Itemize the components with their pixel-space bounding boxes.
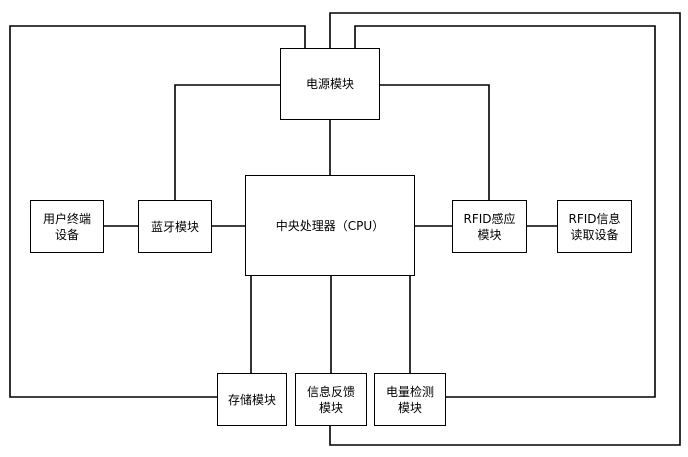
power-module-box: 电源模块	[280, 48, 380, 120]
battery-detect-label-line2: 模块	[398, 400, 422, 416]
feedback-module-label-line1: 信息反馈	[307, 384, 355, 400]
rfid-sensor-box: RFID感应 模块	[452, 200, 527, 253]
user-terminal-label-line1: 用户终端	[43, 211, 91, 227]
rfid-sensor-label-line1: RFID感应	[463, 211, 515, 227]
rfid-reader-label-line1: RFID信息	[568, 211, 620, 227]
bluetooth-module-label: 蓝牙模块	[151, 219, 199, 235]
storage-module-box: 存储模块	[217, 373, 287, 426]
battery-detect-box: 电量检测 模块	[374, 373, 446, 426]
cpu-box: 中央处理器（CPU）	[245, 175, 415, 276]
storage-module-label: 存储模块	[228, 392, 276, 408]
user-terminal-label-line2: 设备	[55, 227, 79, 243]
rfid-reader-label-line2: 读取设备	[570, 227, 618, 243]
feedback-module-label-line2: 模块	[319, 400, 343, 416]
user-terminal-box: 用户终端 设备	[30, 200, 104, 253]
rfid-sensor-label-line2: 模块	[477, 227, 501, 243]
feedback-module-box: 信息反馈 模块	[295, 373, 367, 426]
rfid-reader-box: RFID信息 读取设备	[557, 200, 632, 253]
battery-detect-label-line1: 电量检测	[386, 384, 434, 400]
cpu-label: 中央处理器（CPU）	[276, 218, 384, 234]
power-module-label: 电源模块	[306, 76, 354, 92]
bluetooth-module-box: 蓝牙模块	[138, 200, 212, 253]
